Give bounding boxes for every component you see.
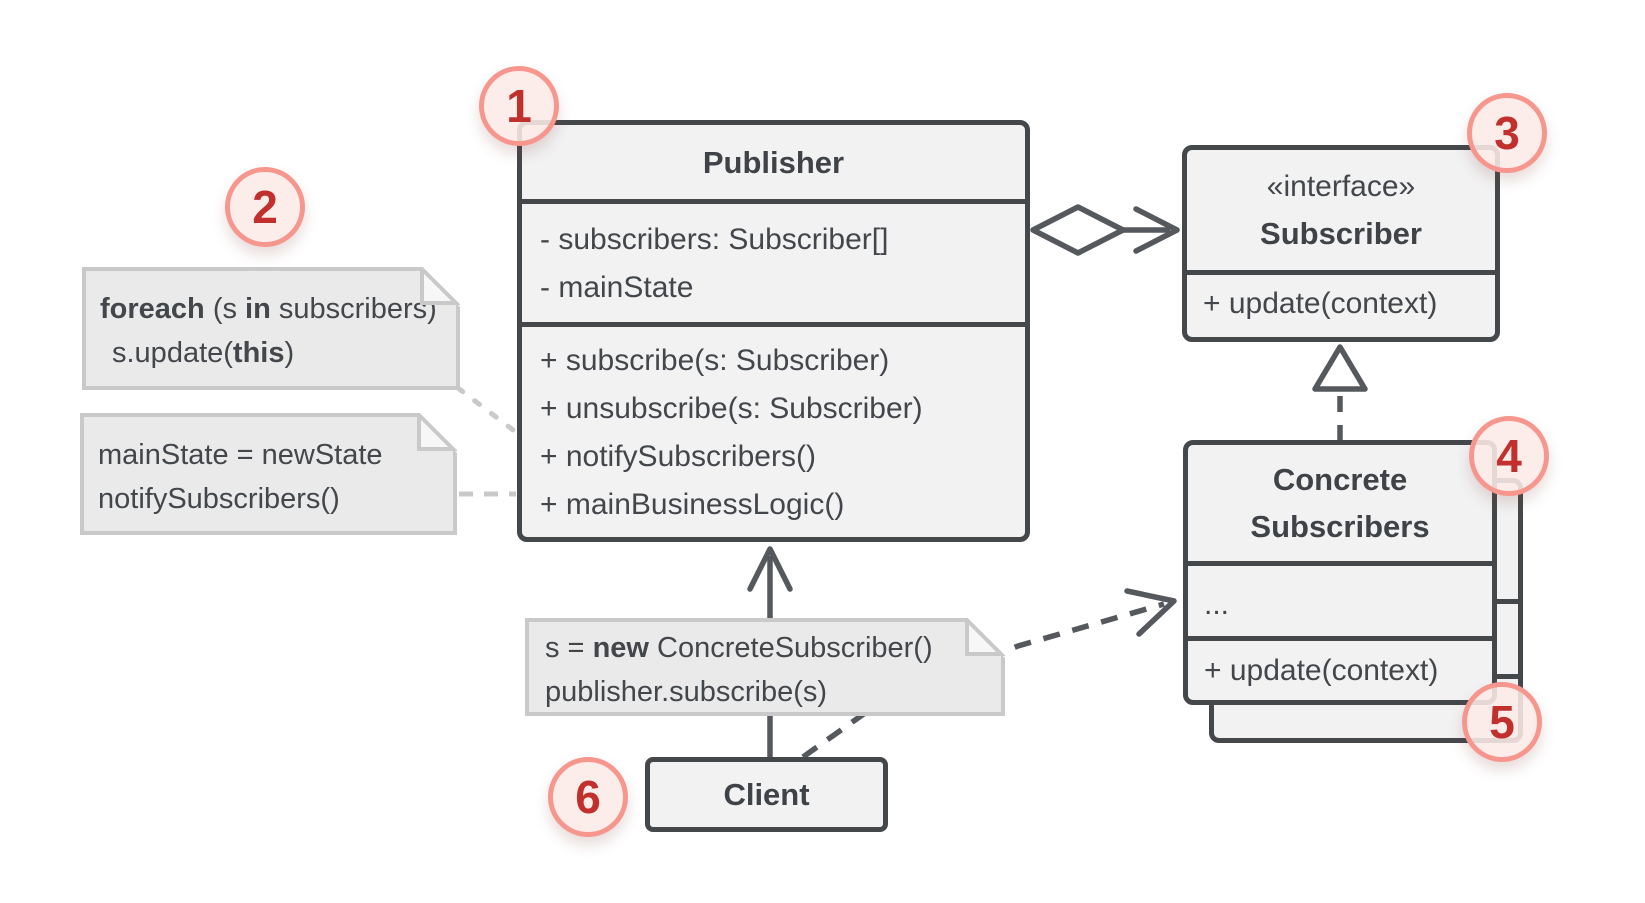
ellipsis-row: ... <box>1204 588 1230 621</box>
step-badge-2: 2 <box>225 167 305 247</box>
client-title: Client <box>723 777 810 812</box>
publisher-methods-compartment: + subscribe(s: Subscriber) + unsubscribe… <box>522 322 1025 537</box>
subscriber-title: Subscriber <box>1260 216 1422 251</box>
note-line: foreach (s in subscribers) <box>100 293 437 325</box>
aggregation-arrowhead-icon <box>1133 206 1180 254</box>
note-mainstate: mainState = newState notifySubscribers() <box>80 413 457 535</box>
note-fold-icon <box>417 413 457 453</box>
note-line: s = new ConcreteSubscriber() <box>545 632 933 664</box>
note-line: notifySubscribers() <box>98 483 340 515</box>
publisher-attributes-compartment: - subscribers: Subscriber[] - mainState <box>522 199 1025 322</box>
note-subscribe: s = new ConcreteSubscriber() publisher.s… <box>525 618 1005 716</box>
step-badge-1: 1 <box>479 66 559 146</box>
client-box: Client <box>645 757 888 832</box>
note-foreach: foreach (s in subscribers) s.update(this… <box>82 267 460 390</box>
concrete-subscribers-box: Concrete Subscribers ... + update(contex… <box>1183 440 1497 705</box>
attribute-item: - mainState <box>540 271 694 304</box>
step-badge-6: 6 <box>548 757 628 837</box>
note-line: mainState = newState <box>98 439 383 471</box>
publisher-title: Publisher <box>702 144 845 180</box>
client-publisher-arrowhead-icon <box>747 546 793 592</box>
concrete-subscribers-title-line2: Subscribers <box>1250 509 1430 544</box>
method-item: + update(context) <box>1204 653 1439 687</box>
subscriber-interface-box: «interface» Subscriber + update(context) <box>1182 145 1500 342</box>
note-foreach-link <box>455 385 520 436</box>
step-badge-4: 4 <box>1469 416 1549 496</box>
note-line: publisher.subscribe(s) <box>545 676 828 708</box>
method-item: + unsubscribe(s: Subscriber) <box>540 392 923 425</box>
step-badge-3: 3 <box>1467 93 1547 173</box>
method-item: + subscribe(s: Subscriber) <box>540 344 890 377</box>
client-subscribers-arrowhead-icon <box>1124 588 1177 637</box>
note-fold-icon <box>420 267 460 307</box>
method-item: + mainBusinessLogic() <box>540 488 845 521</box>
publisher-class-box: Publisher - subscribers: Subscriber[] - … <box>517 120 1030 542</box>
method-item: + notifySubscribers() <box>540 440 816 473</box>
interface-stereotype: «interface» <box>1266 170 1416 203</box>
concrete-subscribers-title-line1: Concrete <box>1272 462 1408 497</box>
attribute-item: - subscribers: Subscriber[] <box>540 223 889 256</box>
aggregation-diamond-icon <box>1030 204 1126 256</box>
realization-triangle-icon <box>1312 344 1368 392</box>
note-line: s.update(this) <box>112 337 295 369</box>
note-fold-icon <box>965 618 1005 658</box>
step-badge-5: 5 <box>1462 682 1542 762</box>
method-item: + update(context) <box>1203 287 1438 320</box>
